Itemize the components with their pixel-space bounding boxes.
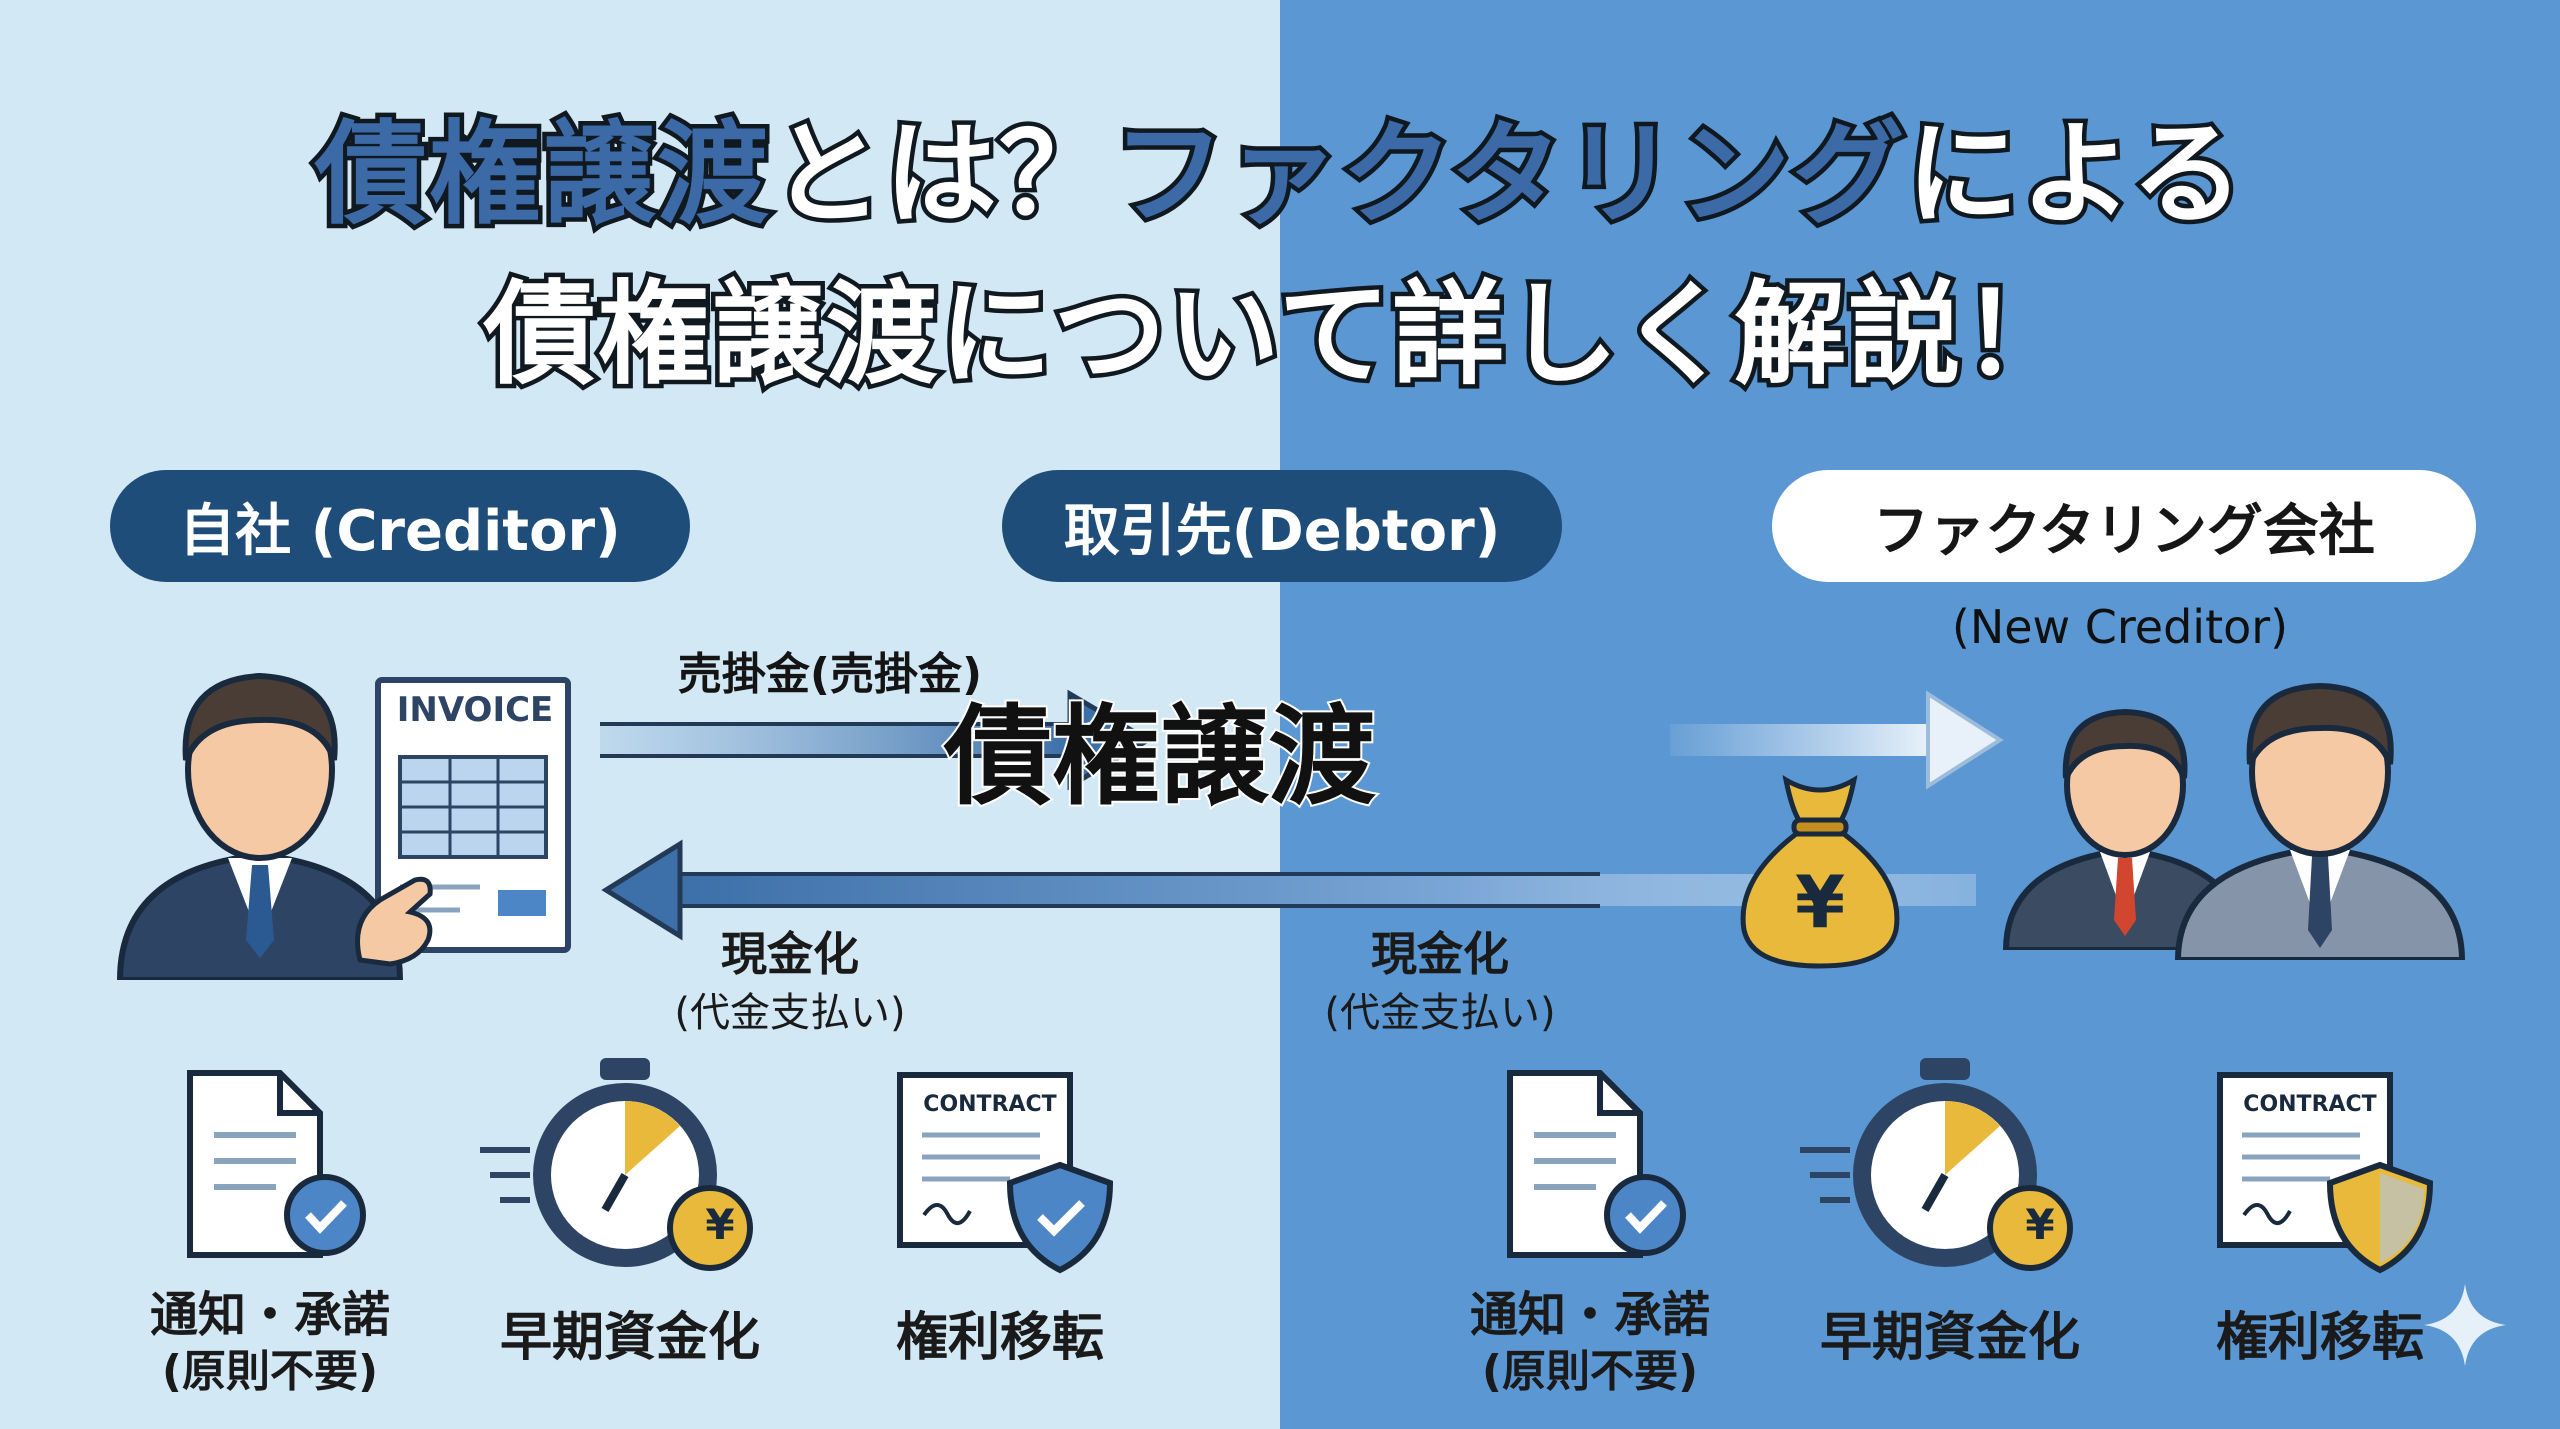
title-part-niyoru: による	[1902, 106, 2248, 245]
assignment-arrow-right	[1670, 690, 2004, 790]
factor-subtitle: (New Creditor)	[1951, 600, 2289, 654]
feature-right-early-cash-label: 早期資金化	[1819, 1308, 2080, 1368]
feature-right-notice-sub: (原則不要)	[1481, 1346, 1699, 1397]
contract-label-right: CONTRACT	[2243, 1092, 2377, 1117]
feature-left-rights-label: 権利移転	[895, 1308, 1104, 1368]
feature-left-notice-sub: (原則不要)	[161, 1346, 379, 1397]
yen-coin-symbol: ¥	[2025, 1200, 2055, 1249]
cash-left-sublabel: (代金支払い)	[674, 990, 906, 1036]
creditor-pill: 自社 (Creditor)	[110, 470, 690, 582]
stopwatch-yen-icon	[480, 1058, 753, 1271]
yen-coin-symbol: ¥	[705, 1200, 735, 1249]
hand-icon	[355, 876, 433, 967]
document-check-icon	[187, 1070, 366, 1258]
contract-label-left: CONTRACT	[923, 1092, 1057, 1117]
title-line-1: 債権譲渡とは？ファクタリングによる	[0, 100, 2560, 250]
creditor-person-icon	[116, 672, 404, 980]
receivable-label: 売掛金(売掛金)	[677, 649, 983, 700]
feature-left-early-cash-label: 早期資金化	[499, 1308, 760, 1368]
money-bag-icon	[1740, 775, 1900, 969]
sparkle-icon	[2424, 1284, 2506, 1366]
document-check-icon	[1507, 1070, 1686, 1258]
cash-right-label: 現金化	[1371, 927, 1509, 981]
title-line-2: 債権譲渡について詳しく解説！	[479, 266, 2079, 405]
factor-pill: ファクタリング会社	[1772, 470, 2476, 582]
feature-left-notice-label: 通知・承諾	[149, 1287, 390, 1343]
contract-shield-icon	[897, 1072, 1114, 1274]
assignment-center-label: 債権譲渡	[942, 693, 1378, 822]
factor-person-2-icon	[2174, 682, 2466, 960]
contract-shield-icon	[2217, 1072, 2434, 1274]
cash-left-label: 現金化	[721, 927, 859, 981]
cash-right-sublabel: (代金支払い)	[1324, 990, 1556, 1036]
feature-right-notice-label: 通知・承諾	[1469, 1287, 1710, 1343]
title-part-toha: とは？	[766, 106, 1115, 245]
invoice-label: INVOICE	[396, 690, 554, 730]
yen-symbol: ¥	[1794, 860, 1846, 944]
stopwatch-yen-icon	[1800, 1058, 2073, 1271]
debtor-pill: 取引先(Debtor)	[1002, 470, 1562, 582]
title-part-factoring: ファクタリング	[1108, 106, 1909, 245]
title-part-assignment: 債権譲渡	[310, 106, 773, 245]
receivable-arrow	[600, 689, 1153, 791]
feature-right-rights-label: 権利移転	[2215, 1308, 2424, 1368]
